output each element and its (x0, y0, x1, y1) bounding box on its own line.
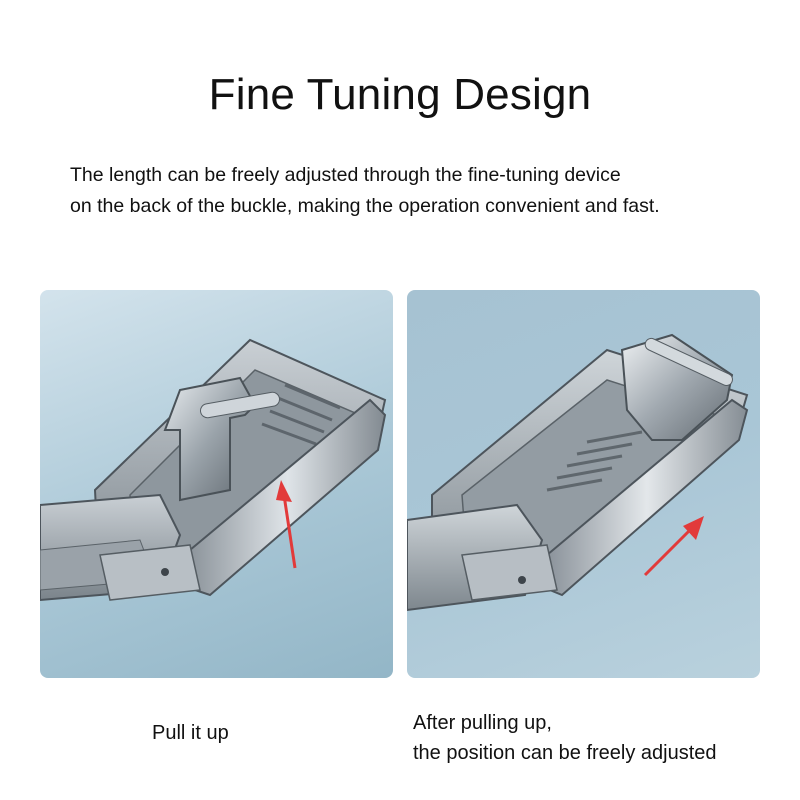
description-line-1: The length can be freely adjusted throug… (70, 164, 621, 186)
caption-pull-up: Pull it up (152, 722, 229, 744)
buckle-open-illustration (407, 333, 749, 612)
description-line-2: on the back of the buckle, making the op… (70, 195, 660, 217)
up-arrow-icon (276, 480, 297, 569)
buckle-photo-open (407, 290, 760, 678)
buckle-closed-illustration (40, 338, 387, 602)
buckle-photo-closed (40, 290, 393, 678)
description: The length can be freely adjusted throug… (70, 160, 770, 222)
page-title: Fine Tuning Design (208, 70, 592, 119)
caption-adjust: After pulling up, the position can be fr… (413, 708, 717, 768)
caption-adjust-line-2: the position can be freely adjusted (413, 742, 717, 764)
diagonal-arrow-icon (643, 516, 704, 577)
caption-adjust-line-1: After pulling up, (413, 712, 552, 734)
